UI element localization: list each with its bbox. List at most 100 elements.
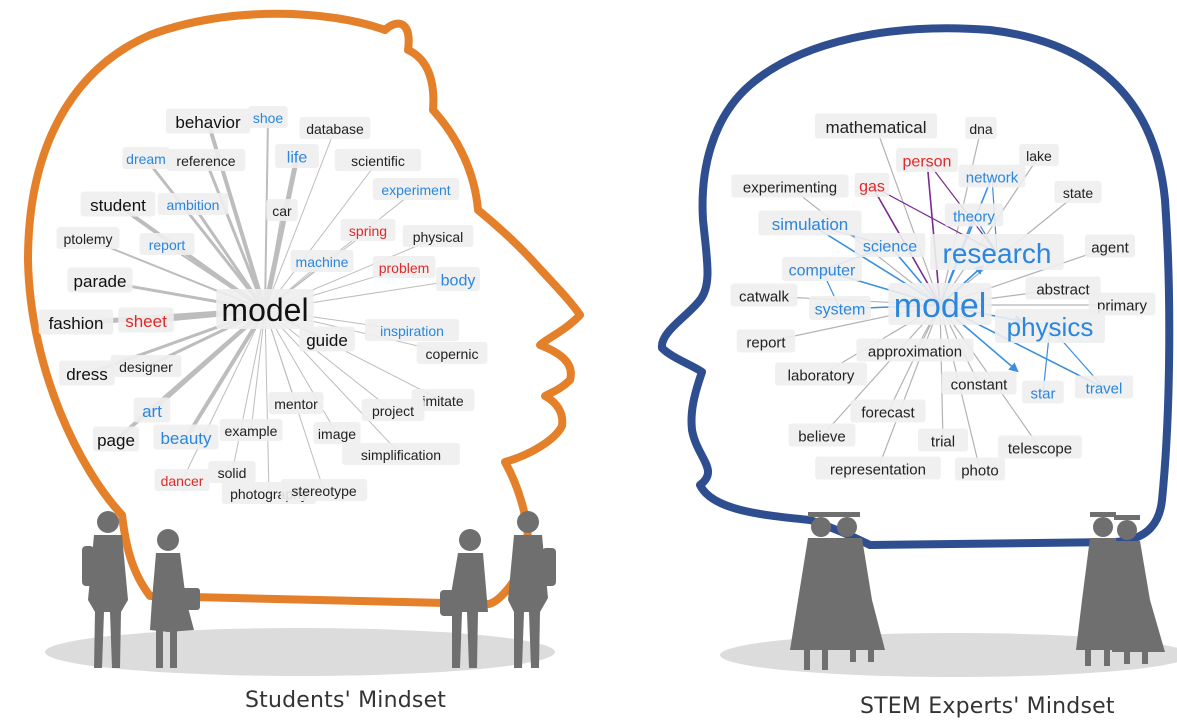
word-laboratory: laboratory: [775, 362, 867, 386]
word-text: mentor: [274, 396, 318, 412]
edge-model-person: [926, 160, 941, 306]
word-text: machine: [296, 254, 349, 270]
word-label-background: [1085, 234, 1135, 258]
student-figure-1: [82, 511, 128, 668]
word-text: dancer: [161, 473, 204, 489]
word-lake: lake: [1019, 144, 1059, 166]
word-text: report: [149, 237, 186, 253]
word-text: science: [863, 239, 917, 256]
experts-caption: STEM Experts' Mindset: [860, 694, 1115, 719]
word-text: photo: [961, 462, 999, 479]
word-copernic: copernic: [416, 342, 488, 364]
word-shoe: shoe: [248, 106, 288, 128]
word-label-background: [275, 144, 319, 168]
word-text: database: [306, 121, 364, 137]
word-text: model: [221, 292, 308, 328]
word-text: body: [441, 273, 476, 290]
word-label-background: [1025, 276, 1101, 300]
word-label-background: [59, 360, 115, 386]
word-physical: physical: [402, 225, 474, 247]
word-scientific: scientific: [334, 149, 422, 171]
word-text: spring: [349, 223, 387, 239]
word-text: dress: [66, 365, 108, 384]
word-text: experimenting: [743, 179, 837, 196]
word-text: shoe: [253, 110, 284, 126]
word-travel: travel: [1074, 375, 1134, 399]
word-label-background: [815, 456, 941, 480]
word-label-background: [730, 283, 798, 307]
word-text: imitate: [422, 393, 463, 409]
word-text: report: [746, 334, 786, 351]
word-label-background: [208, 461, 256, 483]
word-label-background: [372, 178, 460, 200]
word-label-background: [340, 219, 396, 241]
word-label-background: [775, 362, 867, 386]
word-label-background: [758, 210, 862, 236]
word-label-background: [782, 257, 862, 281]
word-ambition: ambition: [157, 193, 229, 215]
word-text: experiment: [381, 182, 450, 198]
word-inspiration: inspiration: [364, 319, 460, 341]
word-label-background: [139, 233, 195, 255]
word-label-background: [955, 457, 1005, 481]
center-word-model: model: [216, 289, 314, 329]
word-body: body: [436, 267, 480, 291]
word-label-background: [411, 389, 475, 411]
word-label-background: [268, 392, 324, 414]
word-text: art: [142, 402, 162, 421]
word-text: stereotype: [291, 483, 357, 499]
word-text: guide: [306, 331, 348, 350]
edge-model-believe: [821, 304, 941, 437]
center-word-model: model: [888, 283, 992, 325]
word-label-background: [313, 422, 361, 444]
word-label-background: [854, 233, 926, 257]
word-machine: machine: [290, 250, 354, 272]
word-person: person: [896, 148, 958, 172]
word-physics: physics: [995, 309, 1105, 343]
edge-model-trial: [939, 304, 944, 442]
graduate-figure-2: [834, 512, 885, 662]
word-approximation: approximation: [856, 338, 974, 362]
word-research: research: [930, 234, 1064, 270]
word-text: network: [966, 169, 1019, 186]
word-report: report: [736, 329, 796, 353]
word-theory: theory: [944, 203, 1004, 227]
word-beauty: beauty: [153, 424, 219, 450]
word-solid: solid: [208, 461, 256, 483]
word-dress: dress: [59, 360, 115, 386]
word-text: physical: [413, 229, 464, 245]
word-simplification: simplification: [342, 443, 460, 465]
word-label-background: [165, 108, 251, 134]
word-text: reference: [176, 153, 235, 169]
word-text: copernic: [426, 346, 479, 362]
word-label-background: [80, 191, 156, 217]
word-text: laboratory: [788, 367, 855, 384]
word-dream: dream: [122, 147, 170, 169]
word-page: page: [92, 426, 140, 452]
word-agent: agent: [1085, 234, 1135, 258]
word-stereotype: stereotype: [280, 479, 368, 501]
edge-model-example: [250, 309, 266, 432]
word-computer: computer: [782, 257, 862, 281]
word-label-background: [372, 256, 436, 278]
experts-people-silhouettes: [790, 512, 1165, 670]
word-label-background: [896, 148, 958, 172]
edge-model-reference: [204, 159, 267, 312]
word-text: catwalk: [739, 288, 790, 305]
word-label-background: [166, 149, 246, 171]
edge-model-solid: [231, 309, 266, 474]
word-text: solid: [218, 465, 247, 481]
edge-model-dancer: [181, 309, 266, 482]
word-label-background: [219, 419, 283, 441]
word-text: inspiration: [380, 323, 444, 339]
word-text: image: [318, 426, 356, 442]
word-label-background: [809, 296, 871, 320]
students-head-outline: [24, 9, 584, 608]
word-label-background: [1054, 181, 1102, 203]
student-figure-4: [508, 511, 556, 668]
word-report: report: [139, 233, 195, 255]
word-representation: representation: [815, 456, 941, 480]
word-label-background: [290, 250, 354, 272]
word-text: example: [225, 423, 278, 439]
